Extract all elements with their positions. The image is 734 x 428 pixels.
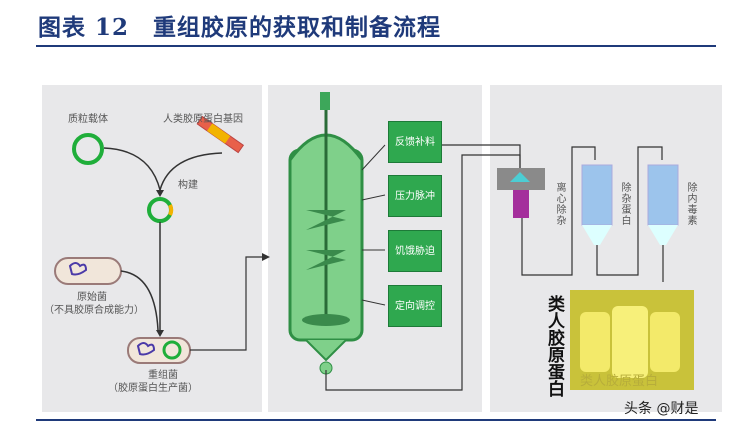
construct-label: 构建	[178, 180, 198, 191]
box-starvation-stress: 饥饿胁迫	[388, 230, 442, 272]
product-label: 类人胶原蛋白	[544, 295, 564, 397]
original-label: 原始菌	[77, 292, 107, 303]
recombinant-note: （胶原蛋白生产菌）	[108, 383, 198, 394]
box-directed-regulation: 定向调控	[388, 285, 442, 327]
plasmid-label: 质粒载体	[68, 114, 108, 125]
bottle-label: 类人胶原蛋白	[580, 374, 659, 389]
box-feedback-feeding: 反馈补料	[388, 121, 442, 163]
original-note: （不具胶原合成能力）	[44, 305, 144, 316]
figure-title: 图表 12 重组胶原的获取和制备流程	[38, 14, 442, 41]
original-bacterium-icon	[54, 257, 122, 285]
column-icon	[581, 164, 613, 245]
remove-toxin-label: 除内毒素	[685, 182, 696, 226]
divider	[36, 419, 716, 421]
divider	[36, 45, 716, 47]
plasmid-icon	[72, 133, 104, 165]
recombinant-plasmid-icon	[147, 197, 173, 223]
recombinant-label: 重组菌	[148, 370, 178, 381]
gene-label: 人类胶原蛋白基因	[163, 114, 243, 125]
fermenter-icon	[288, 92, 386, 375]
column-icon	[647, 164, 679, 245]
centrifuge-icon	[497, 168, 545, 218]
box-pressure-pulse: 压力脉冲	[388, 175, 442, 217]
gene-icon	[196, 115, 245, 154]
remove-protein-label: 除杂蛋白	[619, 182, 630, 226]
watermark: 头条 @财是	[624, 401, 699, 417]
centrifuge-label: 离心除杂	[554, 182, 565, 226]
